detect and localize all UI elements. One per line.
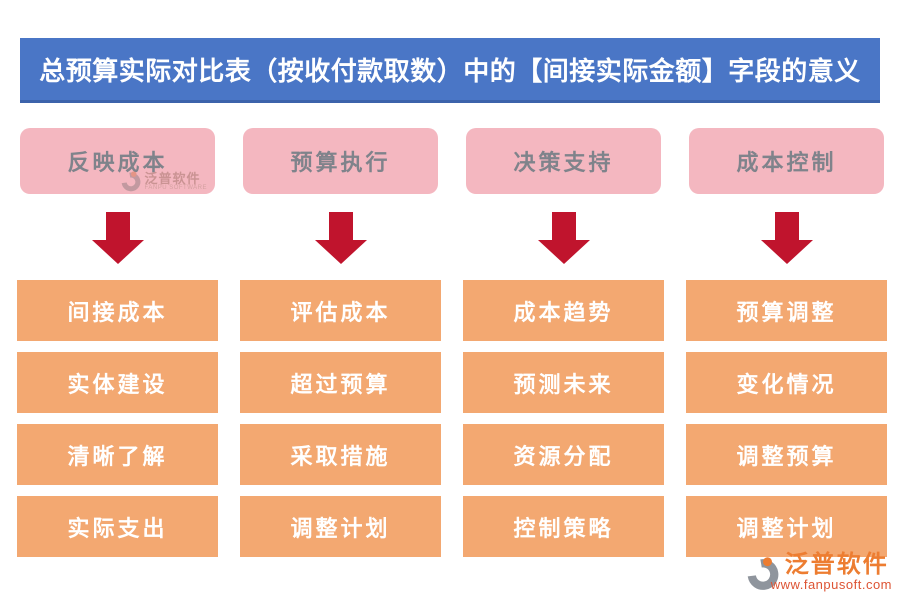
- item-list: 评估成本超过预算采取措施调整计划: [240, 280, 441, 557]
- fanpu-logo-icon: [747, 557, 779, 591]
- item-label: 超过预算: [290, 371, 391, 397]
- arrow-head: [314, 240, 367, 264]
- item-box: 预算调整: [686, 280, 887, 341]
- column-header-label: 反映成本: [67, 150, 168, 175]
- page-title: 总预算实际对比表（按收付款取数）中的【间接实际金额】字段的意义: [39, 56, 861, 86]
- item-label: 成本趋势: [513, 299, 614, 325]
- brand-text-block: 泛普软件 www.fanpusoft.com: [771, 552, 892, 592]
- column: 成本控制 泛普软件 FANPU SOFTWARE 预算调整变化情况调整预算调整计…: [686, 128, 887, 568]
- watermark-text-block: 泛普软件 FANPU SOFTWARE: [145, 172, 207, 191]
- arrow-shaft: [774, 212, 799, 240]
- arrow-head: [91, 240, 144, 264]
- column: 反映成本 泛普软件 FANPU SOFTWARE 间接成本实体建设清晰了解实际支…: [17, 128, 218, 568]
- down-arrow-icon: [686, 194, 887, 280]
- item-box: 评估成本: [240, 280, 441, 341]
- item-label: 采取措施: [290, 443, 391, 469]
- arrow-shaft: [551, 212, 576, 240]
- item-label: 评估成本: [290, 299, 391, 325]
- item-label: 实体建设: [67, 371, 168, 397]
- column: 预算执行 泛普软件 FANPU SOFTWARE 评估成本超过预算采取措施调整计…: [240, 128, 441, 568]
- item-box: 超过预算: [240, 352, 441, 413]
- arrow-head: [760, 240, 813, 264]
- brand-url: www.fanpusoft.com: [770, 577, 892, 593]
- item-box: 变化情况: [686, 352, 887, 413]
- item-box: 资源分配: [463, 424, 664, 485]
- column-header-label: 成本控制: [736, 150, 837, 175]
- column: 决策支持 泛普软件 FANPU SOFTWARE 成本趋势预测未来资源分配控制策…: [463, 128, 664, 568]
- item-box: 调整计划: [686, 496, 887, 557]
- item-label: 间接成本: [67, 299, 168, 325]
- item-box: 实体建设: [17, 352, 218, 413]
- column-header-label: 预算执行: [290, 150, 391, 175]
- item-box: 调整计划: [240, 496, 441, 557]
- arrow-shaft: [105, 212, 130, 240]
- column-header-box: 反映成本 泛普软件 FANPU SOFTWARE: [20, 128, 215, 194]
- item-box: 采取措施: [240, 424, 441, 485]
- column-header-label: 决策支持: [513, 150, 614, 175]
- item-box: 成本趋势: [463, 280, 664, 341]
- watermark-logo: 泛普软件 FANPU SOFTWARE: [120, 170, 207, 192]
- brand-name: 泛普软件: [784, 552, 889, 579]
- item-box: 预测未来: [463, 352, 664, 413]
- down-arrow-icon: [17, 194, 218, 280]
- item-box: 调整预算: [686, 424, 887, 485]
- item-label: 清晰了解: [67, 443, 168, 469]
- item-box: 清晰了解: [17, 424, 218, 485]
- column-header-box: 成本控制 泛普软件 FANPU SOFTWARE: [689, 128, 884, 194]
- fanpu-logo-icon: [121, 171, 140, 192]
- item-label: 调整计划: [290, 515, 391, 541]
- watermark-brand: 泛普软件: [144, 170, 201, 186]
- down-arrow-icon: [463, 194, 664, 280]
- item-label: 实际支出: [67, 515, 168, 541]
- watermark-brand-en: FANPU SOFTWARE: [144, 184, 207, 191]
- item-list: 预算调整变化情况调整预算调整计划: [686, 280, 887, 557]
- column-header-box: 决策支持 泛普软件 FANPU SOFTWARE: [466, 128, 661, 194]
- column-header-box: 预算执行 泛普软件 FANPU SOFTWARE: [243, 128, 438, 194]
- arrow-shaft: [328, 212, 353, 240]
- item-list: 成本趋势预测未来资源分配控制策略: [463, 280, 664, 557]
- columns-grid: 反映成本 泛普软件 FANPU SOFTWARE 间接成本实体建设清晰了解实际支…: [17, 128, 887, 568]
- item-box: 间接成本: [17, 280, 218, 341]
- item-label: 预算调整: [736, 299, 837, 325]
- title-banner: 总预算实际对比表（按收付款取数）中的【间接实际金额】字段的意义: [20, 38, 880, 103]
- item-label: 控制策略: [513, 515, 614, 541]
- item-label: 变化情况: [736, 371, 837, 397]
- brand-logo: 泛普软件 www.fanpusoft.com: [745, 552, 892, 592]
- arrow-head: [537, 240, 590, 264]
- item-label: 调整预算: [736, 443, 837, 469]
- item-box: 实际支出: [17, 496, 218, 557]
- item-list: 间接成本实体建设清晰了解实际支出: [17, 280, 218, 557]
- item-label: 资源分配: [513, 443, 614, 469]
- down-arrow-icon: [240, 194, 441, 280]
- item-label: 预测未来: [513, 371, 614, 397]
- item-box: 控制策略: [463, 496, 664, 557]
- item-label: 调整计划: [736, 515, 837, 541]
